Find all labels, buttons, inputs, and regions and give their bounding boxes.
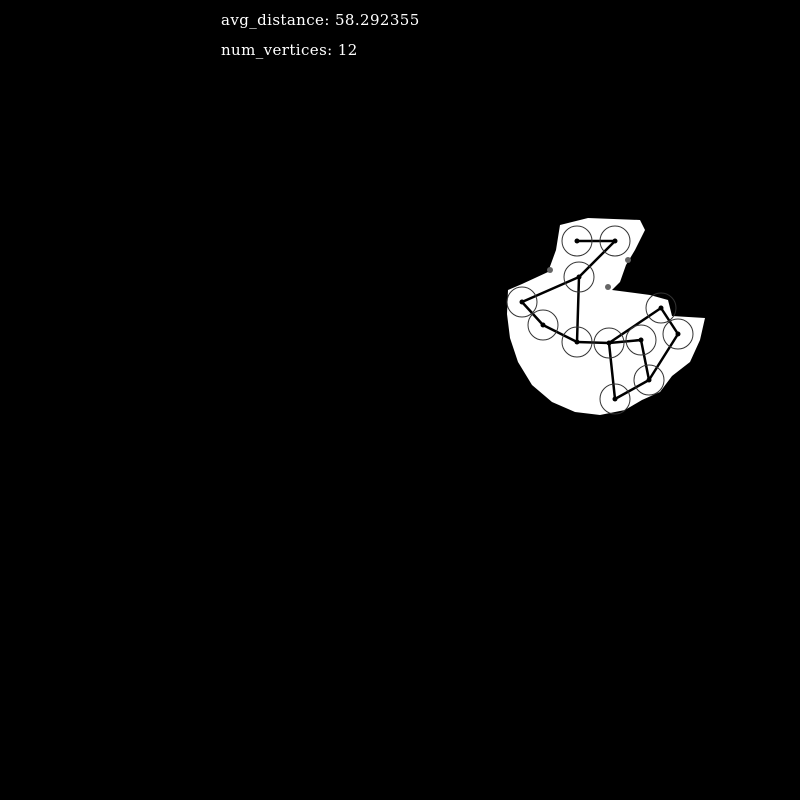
vertex-center [574,339,580,345]
graph-edge [541,323,579,344]
stray-dots [547,257,631,290]
graph-edge [520,275,581,304]
graph-edge [607,341,617,401]
vertex-ring[interactable] [599,225,631,257]
num-vertices-readout: num_vertices: 12 [221,41,358,59]
vertex-ring[interactable] [633,364,665,396]
graph-vertex[interactable] [645,292,677,324]
vertex-ring[interactable] [527,309,559,341]
lit-region-shape [507,218,705,415]
graph-edge [520,300,545,327]
graph-vertex[interactable] [625,324,657,356]
graph-edge [613,378,651,401]
graph-edge [577,239,617,279]
graph-vertex[interactable] [662,318,694,350]
graph-vertex[interactable] [563,261,595,293]
vertex-center [658,305,664,311]
avg-distance-readout: avg_distance: 58.292355 [221,11,420,29]
vertex-ring[interactable] [645,292,677,324]
vertices-layer[interactable] [506,225,694,415]
graph-edge [607,338,643,345]
vertex-center [638,337,644,343]
vertex-center [612,396,618,402]
vertex-center [646,377,652,383]
graph-vertex[interactable] [506,286,538,318]
vertex-center [606,340,612,346]
graph-vertex[interactable] [527,309,559,341]
graph-vertex[interactable] [593,327,625,359]
stray-dot [605,284,611,290]
vertex-center [540,322,546,328]
stray-dot [547,267,553,273]
vertex-ring[interactable] [506,286,538,318]
graph-edge [647,332,680,382]
stray-dot [625,257,631,263]
vertex-ring[interactable] [561,225,593,257]
vertex-ring[interactable] [625,324,657,356]
edges-layer [520,239,680,401]
vertex-ring[interactable] [593,327,625,359]
graph-edge [575,340,611,345]
graph-edge [575,275,581,344]
graph-edge [639,338,651,382]
vertex-center [519,299,525,305]
graph-vertex[interactable] [561,326,593,358]
vertex-ring[interactable] [563,261,595,293]
graph-vertex[interactable] [633,364,665,396]
vertex-ring[interactable] [561,326,593,358]
vertex-center [675,331,681,337]
graph-vertex[interactable] [599,225,631,257]
vertex-ring[interactable] [662,318,694,350]
graph-vertex[interactable] [561,225,593,257]
graph-vertex[interactable] [599,383,631,415]
vertex-ring[interactable] [599,383,631,415]
vertex-center [576,274,582,280]
graph-edge [607,306,663,345]
vertex-center [612,238,618,244]
graph-edge [659,306,680,336]
vertex-center [574,238,580,244]
lit-region [507,218,705,415]
